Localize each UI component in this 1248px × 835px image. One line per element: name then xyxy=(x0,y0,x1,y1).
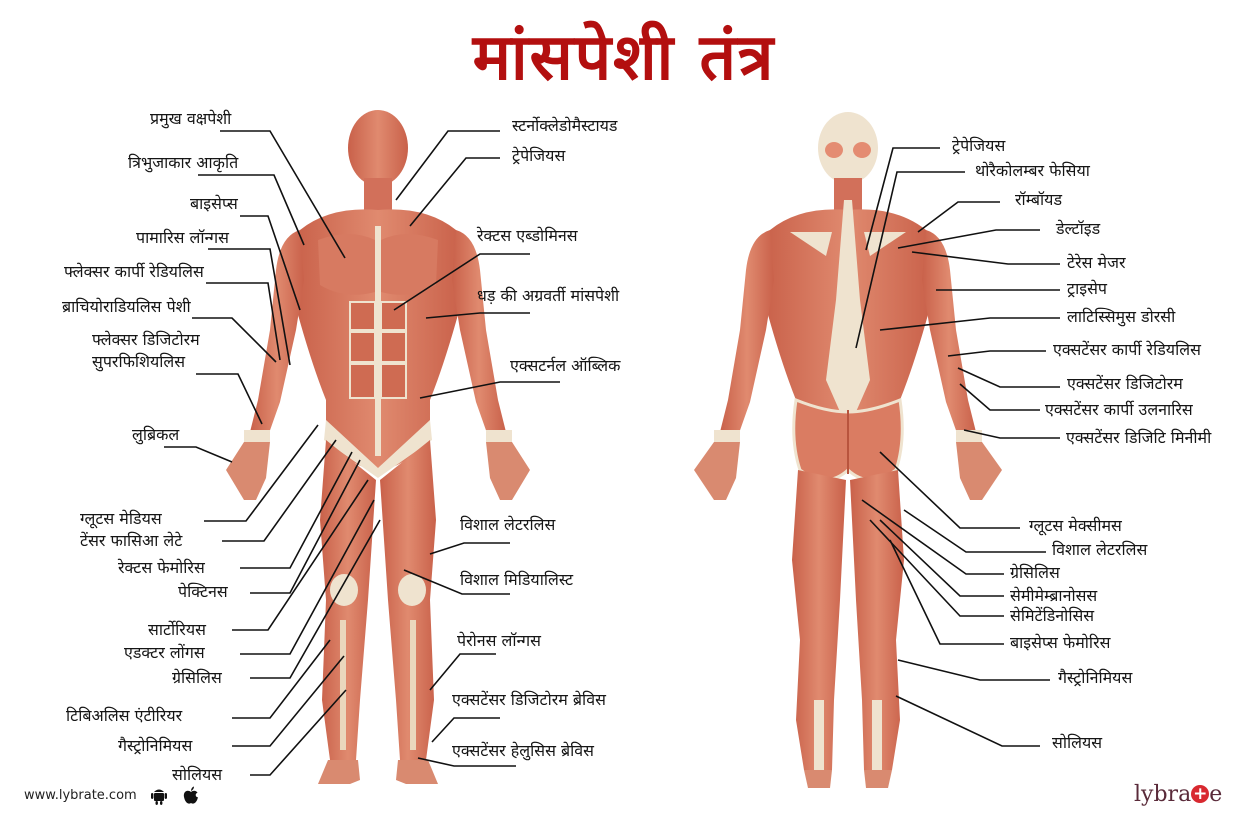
label-soleus-back: सोलियस xyxy=(1052,733,1103,752)
label-superficialis: सुपरफिशियलिस xyxy=(92,352,186,371)
label-gluteus-medius: ग्लूटस मेडियस xyxy=(80,509,162,528)
label-vastus-medialis: विशाल मिडियालिस्ट xyxy=(460,570,574,589)
label-rectus-femoris: रेक्टस फेमोरिस xyxy=(118,558,205,577)
label-lumbrical: लुब्रिकल xyxy=(132,425,180,444)
label-gastrocnemius-back: गैस्ट्रोनिमियस xyxy=(1058,668,1133,687)
label-pectoralis-major: प्रमुख वक्षपेशी xyxy=(150,109,232,128)
label-serratus-anterior: धड़ की अग्रवर्ती मांसपेशी xyxy=(477,286,620,305)
label-palmaris-longus: पामारिस लॉन्गस xyxy=(136,228,229,247)
label-tibialis-anterior: टिबिअलिस एंटीरियर xyxy=(66,706,183,725)
label-gracilis-front: ग्रेसिलिस xyxy=(172,668,222,687)
label-latissimus-dorsi: लाटिस्सिमुस डोरसी xyxy=(1067,307,1176,326)
android-icon[interactable] xyxy=(150,786,168,806)
label-extensor-digitorum-brevis: एक्सटेंसर डिजिटोरम ब्रेविस xyxy=(452,690,606,709)
label-rectus-abdominis: रेक्टस एब्डोमिनस xyxy=(477,226,578,245)
label-pectineus: पेक्टिनस xyxy=(178,582,228,601)
label-sternocleidomastoid: स्टर्नोक्लेडोमैस्टायड xyxy=(512,116,618,135)
label-thoracolumbar-fascia: थोरैकोलम्बर फेसिया xyxy=(975,161,1090,180)
label-semitendinosus: सेमिटेंडिनोसिस xyxy=(1010,606,1095,625)
brand-prefix: lybra xyxy=(1134,782,1192,807)
label-tensor-fasciae-latae: टेंसर फासिआ लेटे xyxy=(80,531,183,550)
lybrate-logo[interactable]: lybra+e xyxy=(1134,782,1222,807)
label-semimembranosus: सेमीमेम्ब्रानोसस xyxy=(1010,586,1098,605)
label-trapezius-back: ट्रेपेजियस xyxy=(952,136,1006,155)
label-gluteus-maximus: ग्लूटस मेक्सीमस xyxy=(1029,516,1122,535)
label-peroneus-longus: पेरोनस लॉन्गस xyxy=(457,631,541,650)
label-rhomboid: रॉम्बॉयड xyxy=(1015,190,1063,209)
label-soleus-front: सोलियस xyxy=(172,765,223,784)
label-vastus-lateralis-back: विशाल लेटरलिस xyxy=(1052,540,1148,559)
label-brachioradialis: ब्राचियोराडियलिस पेशी xyxy=(62,297,191,316)
plus-icon: + xyxy=(1191,784,1210,804)
apple-icon[interactable] xyxy=(182,786,201,806)
label-biceps-femoris: बाइसेप्स फेमोरिस xyxy=(1010,633,1111,652)
page-title: मांसपेशी तंत्र xyxy=(472,20,776,95)
label-deltoid-back: डेल्टॉइड xyxy=(1056,219,1101,238)
label-trapezius-front: ट्रेपेजियस xyxy=(512,146,566,165)
label-extensor-digiti-minimi: एक्सटेंसर डिजिटि मिनीमी xyxy=(1066,428,1212,447)
label-extensor-carpi-ulnaris: एक्सटेंसर कार्पी उलनारिस xyxy=(1045,400,1193,419)
front-right-leader-lines xyxy=(393,130,560,767)
label-teres-major: टेरेस मेजर xyxy=(1067,253,1126,272)
label-extensor-carpi-radialis: एक्सटेंसर कार्पी रेडियलिस xyxy=(1053,340,1201,359)
label-flexor-carpi-radialis: फ्लेक्सर कार्पी रेडियलिस xyxy=(64,262,204,281)
label-flexor-digitorum: फ्लेक्सर डिजिटोरम xyxy=(92,330,200,349)
brand-suffix: e xyxy=(1209,782,1223,807)
label-triceps: ट्राइसेप xyxy=(1067,279,1107,298)
label-vastus-lateralis-front: विशाल लेटरलिस xyxy=(460,515,556,534)
website-url[interactable]: www.lybrate.com xyxy=(24,788,137,803)
label-gastrocnemius-front: गैस्ट्रोनिमियस xyxy=(118,736,193,755)
label-gracilis-back: ग्रेसिलिस xyxy=(1010,563,1060,582)
label-sartorius: सार्टोरियस xyxy=(148,620,206,639)
label-biceps: बाइसेप्स xyxy=(190,194,238,213)
back-body-figure xyxy=(694,112,1002,788)
back-leader-lines xyxy=(855,147,1060,747)
label-extensor-digitorum: एक्सटेंसर डिजिटोरम xyxy=(1067,374,1183,393)
label-external-oblique: एक्सटर्नल ऑब्लिक xyxy=(510,356,621,375)
platform-icons xyxy=(150,785,201,806)
label-extensor-hallucis-brevis: एक्सटेंसर हेलुसिस ब्रेविस xyxy=(452,741,594,760)
front-body-figure xyxy=(226,110,530,784)
label-deltoid: त्रिभुजाकार आकृति xyxy=(128,153,239,172)
label-adductor-longus: एडक्टर लोंगस xyxy=(124,643,205,662)
front-left-leader-lines xyxy=(164,130,381,776)
